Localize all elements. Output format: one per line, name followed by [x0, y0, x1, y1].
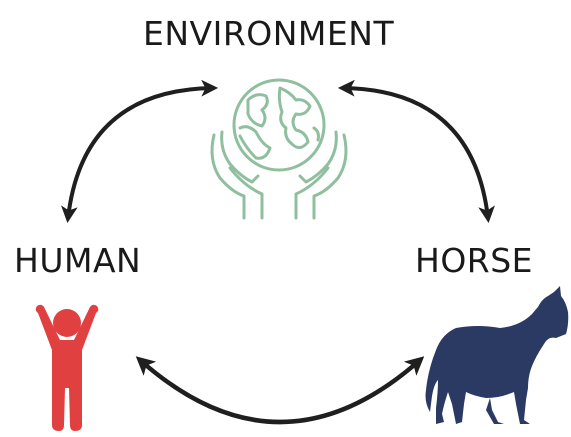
person-arms-raised-icon — [35, 304, 99, 431]
arrow-environment-horse — [337, 79, 495, 224]
arrow-environment-human — [61, 79, 219, 224]
globe-in-hands-icon — [210, 78, 348, 220]
horse-label: HORSE — [415, 241, 534, 280]
environment-label: ENVIRONMENT — [143, 14, 395, 53]
human-label: HUMAN — [14, 241, 142, 280]
horse-silhouette-icon — [425, 286, 569, 424]
arrow-human-horse — [135, 356, 425, 425]
